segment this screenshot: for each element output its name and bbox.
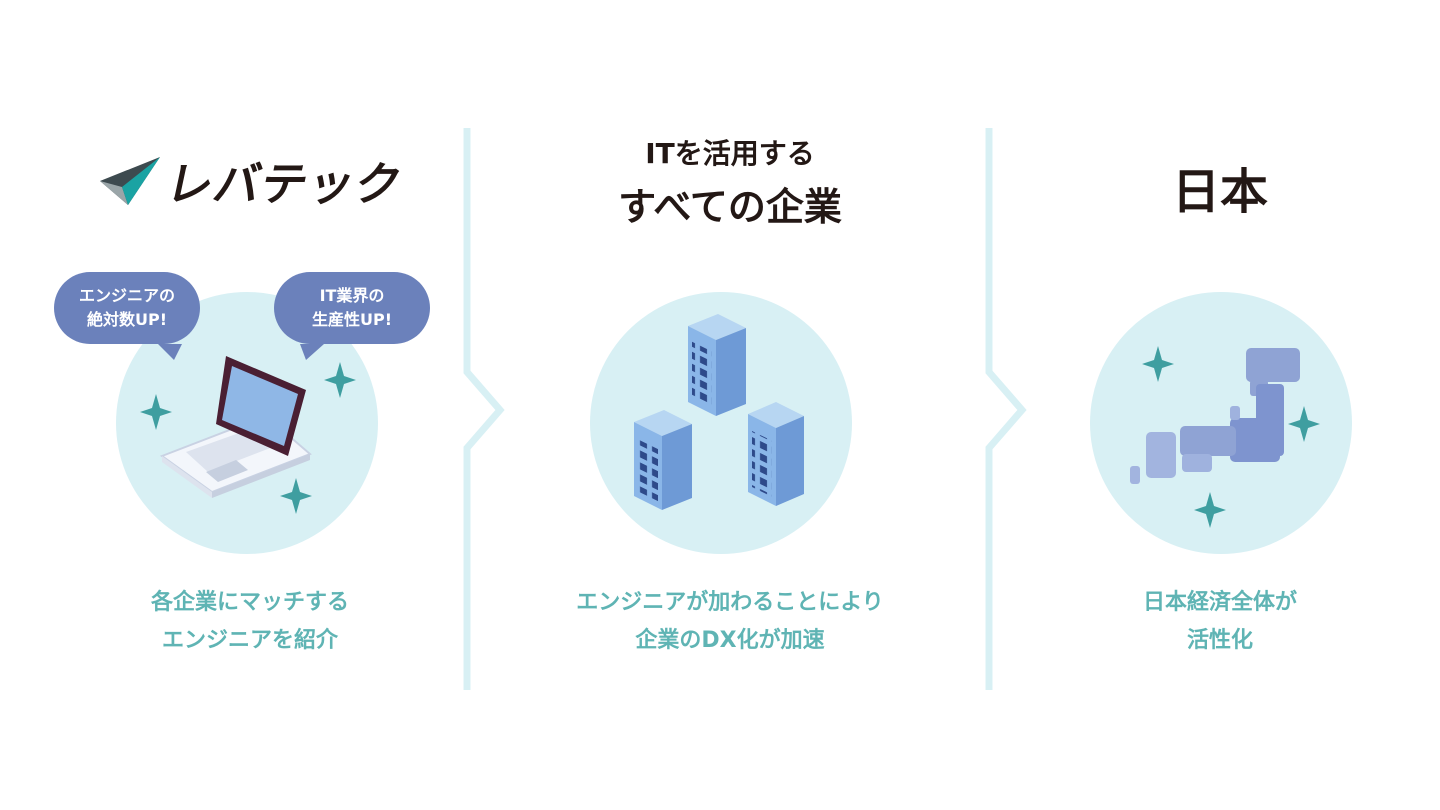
sparkle-icon [1142, 346, 1174, 382]
caption-line: 日本経済全体が [1142, 590, 1297, 615]
sparkle-icon [1194, 492, 1226, 528]
companies-column: ITを活用する すべての企業 [540, 0, 920, 810]
building [634, 410, 692, 510]
speech-bubble-engineers: エンジニアの 絶対数UP! [54, 272, 200, 344]
chevron-divider-1 [463, 128, 505, 690]
levtech-logo: レバテック [98, 148, 408, 214]
japan-column: 日本 日本経済全体が 活性化 [1040, 0, 1400, 810]
bubble-line: IT業界の [319, 286, 385, 305]
caption-line: 活性化 [1186, 628, 1253, 653]
companies-caption: エンジニアが加わることにより 企業のDX化が加速 [540, 584, 920, 660]
caption-line: エンジニアが加わることにより [576, 590, 884, 615]
chevron-divider-2 [985, 128, 1027, 690]
laptop-icon [140, 356, 356, 514]
building [748, 402, 804, 506]
buildings-icon [634, 314, 804, 510]
companies-heading-line1: ITを活用する [645, 137, 815, 170]
sparkle-icon [280, 478, 312, 514]
bubble-line: 絶対数UP! [86, 310, 168, 329]
bubble-tail [158, 344, 182, 360]
caption-line: 各企業にマッチする [150, 590, 349, 615]
levtech-logo-icon [100, 157, 160, 205]
japan-map-icon [1130, 346, 1320, 528]
japan-heading: 日本 [1171, 164, 1268, 220]
bubble-line: エンジニアの [78, 286, 175, 305]
japan-illustration-circle [1090, 292, 1352, 554]
levtech-logo-text: レバテック [161, 157, 409, 211]
speech-bubble-productivity: IT業界の 生産性UP! [274, 272, 430, 344]
bubble-line: 生産性UP! [311, 310, 393, 329]
caption-line: 企業のDX化が加速 [635, 628, 825, 653]
levtech-column: レバテック エンジニアの 絶対数UP! IT業界の 生産性UP! [54, 0, 440, 810]
levtech-caption: 各企業にマッチする エンジニアを紹介 [60, 584, 440, 660]
bubble-tail [300, 344, 324, 360]
building [688, 314, 746, 416]
caption-line: エンジニアを紹介 [161, 628, 338, 653]
japan-caption: 日本経済全体が 活性化 [1040, 584, 1400, 660]
sparkle-icon [324, 362, 356, 398]
buildings-illustration-circle [590, 292, 852, 554]
sparkle-icon [140, 394, 172, 430]
sparkle-icon [1288, 406, 1320, 442]
companies-heading-line2: すべての企業 [618, 185, 842, 229]
